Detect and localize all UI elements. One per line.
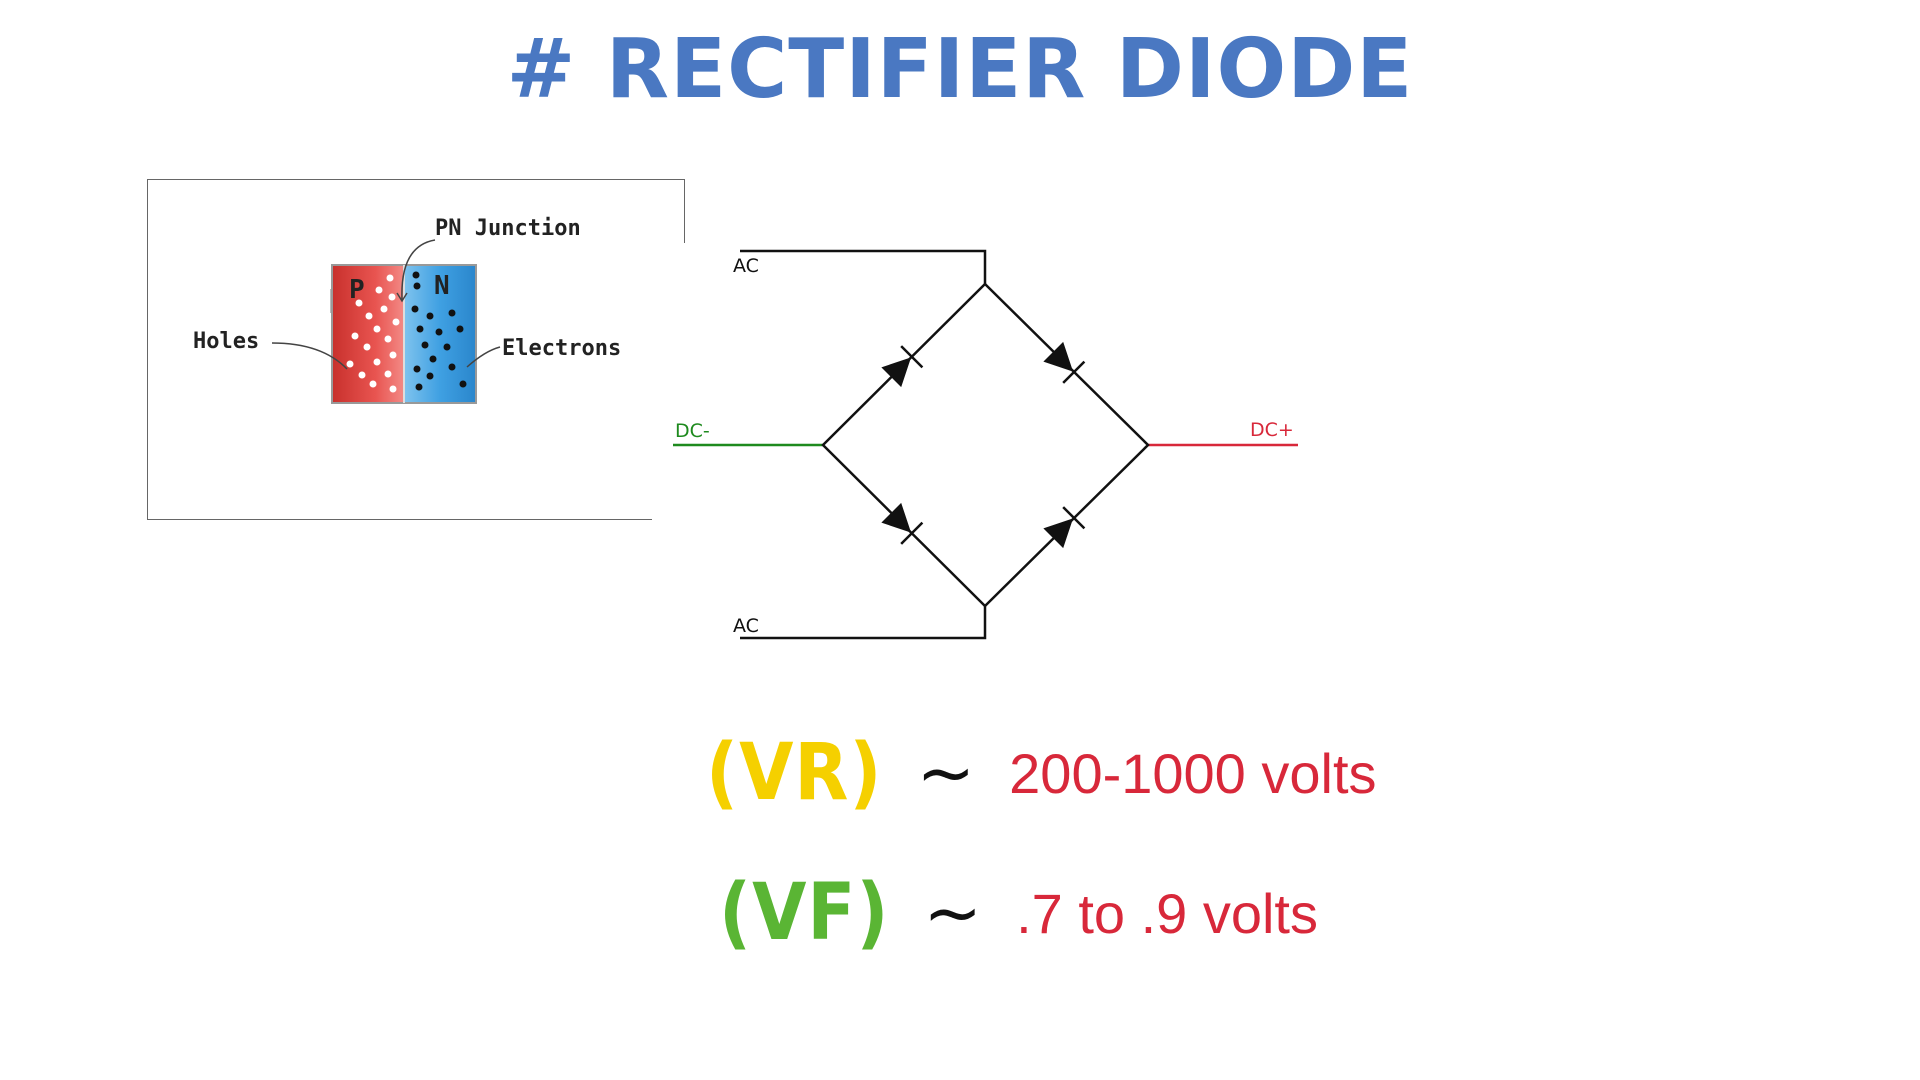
bridge-diamond: [821, 282, 1150, 608]
ac-top-wire: [740, 249, 987, 284]
vr-value: 200-1000 volts: [1009, 741, 1377, 805]
p-region: [331, 264, 405, 404]
vr-tilde: ~: [916, 732, 976, 814]
n-region-label: N: [434, 271, 450, 301]
holes-label: Holes: [193, 329, 260, 354]
pn-junction-figure: PN Junction Holes Electrons P N: [147, 179, 685, 520]
ac-top-label: AC: [733, 255, 759, 277]
diode-lower-right: [1043, 506, 1086, 549]
pn-junction-illustration: [147, 179, 685, 520]
holes-dots: [346, 274, 400, 393]
vf-symbol: (VF): [719, 868, 890, 958]
dc-plus-label: DC+: [1250, 419, 1294, 441]
vf-tilde: ~: [923, 872, 983, 954]
diode-upper-left: [881, 345, 924, 388]
page-title: # RECTIFIER DIODE: [506, 22, 1414, 117]
electrons-label: Electrons: [502, 336, 622, 361]
holes-leader: [271, 342, 348, 370]
ac-bottom-label: AC: [733, 615, 759, 637]
ac-bottom-wire: [740, 606, 987, 640]
diode-lower-left: [881, 502, 924, 545]
vf-value: .7 to .9 volts: [1016, 881, 1318, 945]
electrons-dots: [411, 271, 467, 391]
pn-junction-label: PN Junction: [435, 216, 581, 241]
diode-upper-right: [1043, 341, 1086, 384]
electrons-leader: [466, 346, 501, 368]
vr-symbol: (VR): [706, 728, 883, 818]
p-region-label: P: [349, 275, 365, 305]
spec-vf: (VF) ~ .7 to .9 volts: [719, 868, 1318, 958]
spec-vr: (VR) ~ 200-1000 volts: [706, 728, 1377, 818]
pn-junction-leader: [401, 239, 436, 301]
